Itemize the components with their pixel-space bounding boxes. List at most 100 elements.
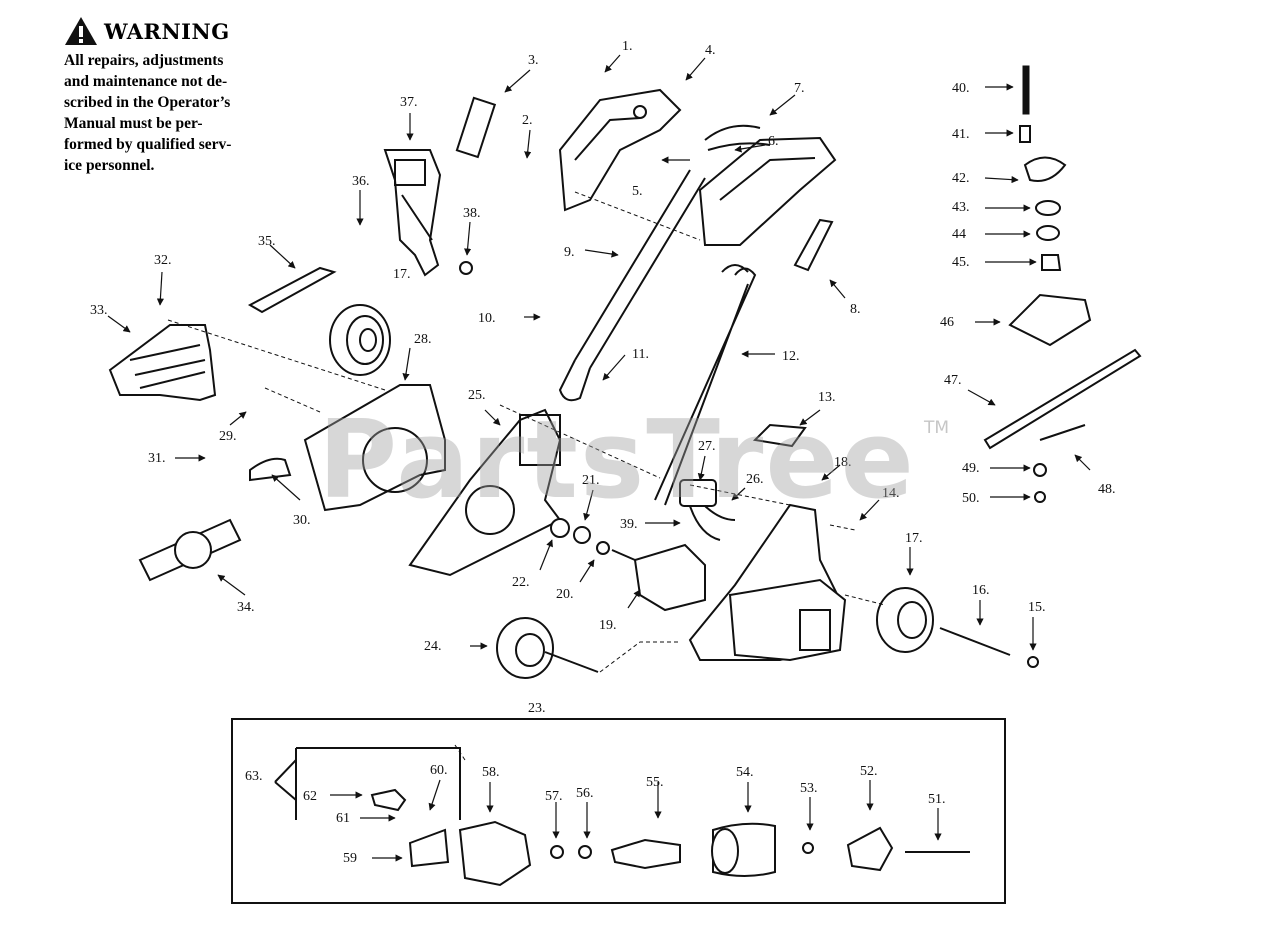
callout-32: 32. <box>154 253 172 268</box>
callout-35: 35. <box>258 234 276 249</box>
switch-cord-set <box>679 124 771 541</box>
chute-spring <box>249 457 292 482</box>
callout-28: 28. <box>414 332 432 347</box>
blade-assembly <box>983 65 1142 503</box>
callout-17b: 17. <box>905 531 923 546</box>
callout-10: 10. <box>478 311 496 326</box>
callout-7: 7. <box>794 81 805 96</box>
callout-42: 42. <box>952 171 970 186</box>
rear-wheel-bottom <box>876 587 1039 668</box>
watermark-trademark: TM <box>924 418 950 438</box>
callout-37: 37. <box>400 95 418 110</box>
warning-title: WARNING <box>104 18 230 44</box>
callout-40: 40. <box>952 81 970 96</box>
callout-23: 23. <box>528 701 546 716</box>
callout-29: 29. <box>219 429 237 444</box>
callout-6: 6. <box>768 134 779 149</box>
front-wheel <box>496 617 599 679</box>
callout-24: 24. <box>424 639 442 654</box>
callout-14: 14. <box>882 486 900 501</box>
callout-36: 36. <box>352 174 370 189</box>
lower-blade <box>138 518 242 582</box>
callout-15: 15. <box>1028 600 1046 615</box>
callout-39: 39. <box>620 517 638 532</box>
handle-grip-right <box>698 136 837 246</box>
washer-21 <box>573 526 591 544</box>
warning-notice: WARNING All repairs, adjustments and mai… <box>64 16 316 176</box>
warning-line: ice personnel. <box>64 157 155 174</box>
callout-20: 20. <box>556 587 574 602</box>
callout-56: 56. <box>576 786 594 801</box>
callout-59: 59 <box>343 851 357 866</box>
bag-bracket <box>383 149 473 277</box>
callout-5: 5. <box>632 184 643 199</box>
callout-3: 3. <box>528 53 539 68</box>
washer-22 <box>550 518 570 538</box>
motor-parts-inset <box>231 718 1006 904</box>
callout-13: 13. <box>818 390 836 405</box>
callout-12: 12. <box>782 349 800 364</box>
callout-9: 9. <box>564 245 575 260</box>
callout-arrows <box>107 54 1091 862</box>
decal-8 <box>793 218 834 272</box>
callout-53: 53. <box>800 781 818 796</box>
warning-line: All repairs, adjustments <box>64 52 224 69</box>
callout-43: 43. <box>952 200 970 215</box>
callout-27: 27. <box>698 439 716 454</box>
callout-60: 60. <box>430 763 448 778</box>
callout-55: 55. <box>646 775 664 790</box>
callout-34: 34. <box>237 600 255 615</box>
decal-13 <box>752 423 807 448</box>
callout-45: 45. <box>952 255 970 270</box>
motor <box>611 543 706 612</box>
watermark: PartsTree <box>318 398 916 523</box>
callout-51: 51. <box>928 792 946 807</box>
assembly-lines <box>167 191 886 761</box>
callout-26: 26. <box>746 472 764 487</box>
callout-25: 25. <box>468 388 486 403</box>
callout-30: 30. <box>293 513 311 528</box>
callout-1: 1. <box>622 39 633 54</box>
callout-41: 41. <box>952 127 970 142</box>
callout-58: 58. <box>482 765 500 780</box>
rear-cover <box>108 324 217 402</box>
callout-38: 38. <box>463 206 481 221</box>
upper-handle-tube <box>558 169 706 402</box>
callout-47: 47. <box>944 373 962 388</box>
motor-housing <box>408 408 562 577</box>
callout-62: 62 <box>303 789 317 804</box>
callout-49: 49. <box>962 461 980 476</box>
callout-21: 21. <box>582 473 600 488</box>
callout-46: 46 <box>940 315 954 330</box>
warning-header: WARNING <box>64 16 316 46</box>
front-housing <box>688 503 847 662</box>
callout-4: 4. <box>705 43 716 58</box>
callout-63: 63. <box>245 769 263 784</box>
callout-17a: 17. <box>393 267 411 282</box>
decal-35 <box>247 266 337 314</box>
warning-line: scribed in the Operator’s <box>64 94 231 111</box>
lower-handle-tube <box>654 264 757 506</box>
callout-57: 57. <box>545 789 563 804</box>
callout-8: 8. <box>850 302 861 317</box>
handle-grip-left <box>558 88 682 212</box>
callout-52: 52. <box>860 764 878 779</box>
callout-48: 48. <box>1098 482 1116 497</box>
callout-16: 16. <box>972 583 990 598</box>
deck-housing <box>303 384 446 512</box>
callout-44: 44 <box>952 227 966 242</box>
callout-19: 19. <box>599 618 617 633</box>
warning-line: formed by qualified serv- <box>64 136 232 153</box>
rear-wheel-top <box>329 304 391 376</box>
callout-54: 54. <box>736 765 754 780</box>
callout-31: 31. <box>148 451 166 466</box>
callout-22: 22. <box>512 575 530 590</box>
warning-triangle-icon <box>65 17 97 45</box>
callout-33: 33. <box>90 303 108 318</box>
callout-50: 50. <box>962 491 980 506</box>
callout-18: 18. <box>834 455 852 470</box>
callout-labels: 1. 2. 3. 4. 5. 6. 7. 8. 9. 10. 11. 12. 1… <box>90 39 1116 866</box>
callout-2: 2. <box>522 113 533 128</box>
decal-strip-3 <box>455 96 497 159</box>
